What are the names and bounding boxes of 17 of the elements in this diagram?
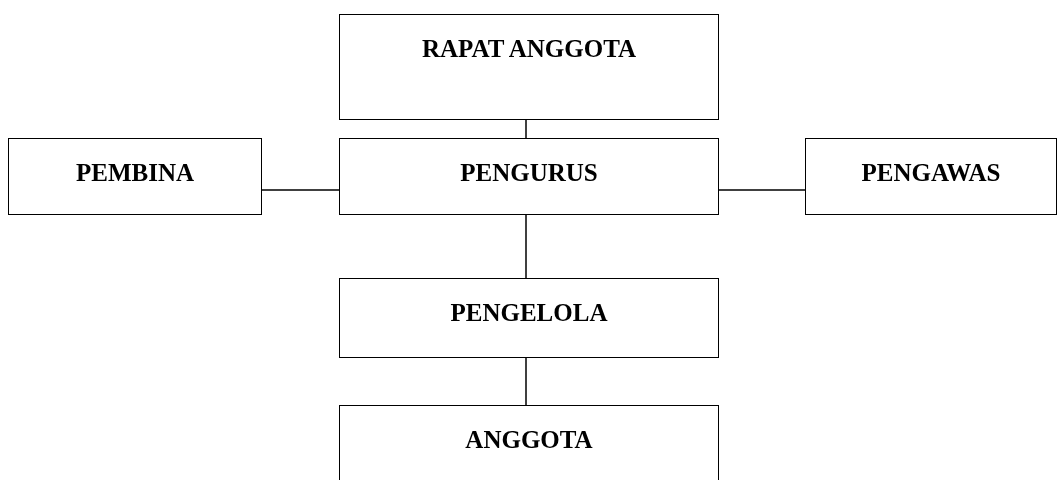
box-title: PENGAWAS: [861, 159, 1001, 187]
box-title: PEMBINA: [75, 159, 195, 187]
box-title: PENGELOLA: [450, 299, 608, 327]
org-box: [339, 405, 719, 480]
box-title: ANGGOTA: [465, 426, 593, 454]
org-box: [339, 138, 719, 215]
connector-line: [261, 189, 340, 191]
org-box: [339, 278, 719, 358]
connector-line: [525, 119, 527, 139]
org-box: [339, 14, 719, 120]
org-box: [8, 138, 262, 215]
org-box: [805, 138, 1057, 215]
box-title: PENGURUS: [460, 159, 598, 187]
connector-line: [718, 189, 806, 191]
connector-line: [525, 214, 527, 279]
connector-line: [525, 357, 527, 406]
box-title: RAPAT ANGGOTA: [421, 35, 637, 63]
